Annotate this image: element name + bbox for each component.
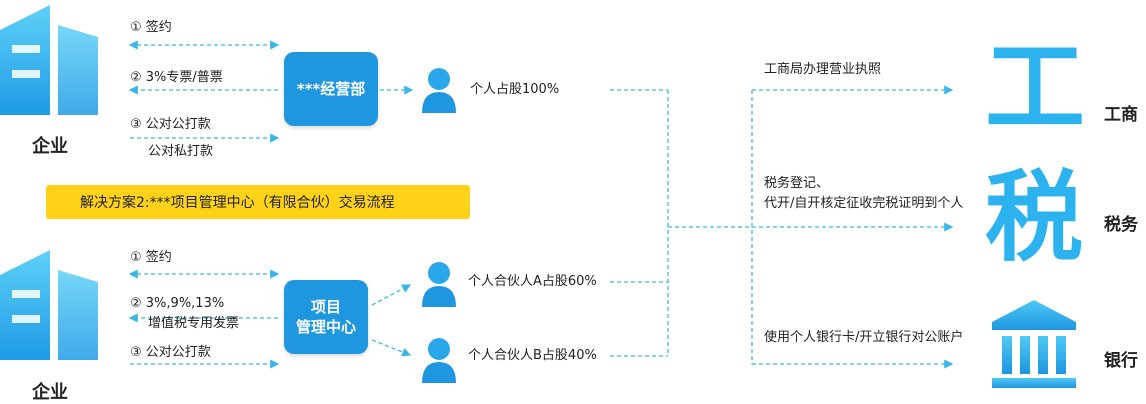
tax-process-text-1: 税务登记、 bbox=[764, 176, 830, 191]
building-icon bbox=[0, 250, 98, 360]
top-step-sign: ① 签约 bbox=[130, 20, 172, 35]
box-to-partner-a-arrow bbox=[371, 284, 412, 306]
enterprise-top-label: 企业 bbox=[32, 136, 68, 157]
bank-label: 银行 bbox=[1104, 351, 1138, 371]
person-icon bbox=[422, 262, 456, 307]
top-step-invoice: ② 3%专票/普票 bbox=[130, 70, 223, 85]
tax-icon: 税 bbox=[985, 161, 1084, 275]
tax-label: 税务 bbox=[1104, 215, 1138, 235]
solution-banner: 解决方案2:***项目管理中心（有限合伙）交易流程 bbox=[46, 185, 470, 219]
person-icon bbox=[422, 338, 456, 383]
box-to-partner-b-arrow bbox=[371, 339, 412, 357]
business-department-box: ***经营部 bbox=[284, 52, 378, 126]
bottom-step-invoice: ② 3%,9%,13% bbox=[130, 296, 225, 311]
partner-a-label: 个人合伙人A占股60% bbox=[468, 274, 597, 289]
gongshang-label: 工商 bbox=[1104, 105, 1138, 125]
top-step-payment: ③ 公对公打款 bbox=[130, 117, 211, 132]
project-management-center-box: 项目 管理中心 bbox=[284, 280, 368, 354]
person-share-label: 个人占股100% bbox=[470, 82, 560, 97]
tax-process-text-2: 代开/自开核定征收完税证明到个人 bbox=[764, 196, 964, 211]
enterprise-bottom-label: 企业 bbox=[32, 382, 68, 403]
bottom-step-payment: ③ 公对公打款 bbox=[130, 345, 211, 360]
bank-process-text: 使用个人银行卡/开立银行对公账户 bbox=[764, 330, 964, 345]
bottom-step-sign: ① 签约 bbox=[130, 250, 172, 265]
gongshang-process-text: 工商局办理营业执照 bbox=[764, 62, 882, 77]
box-line-1: 项目 bbox=[310, 298, 341, 316]
person-icon bbox=[422, 68, 456, 113]
top-step-payment-private: 公对私打款 bbox=[148, 144, 214, 159]
bottom-step-invoice-type: 增值税专用发票 bbox=[148, 316, 240, 331]
building-icon bbox=[0, 5, 98, 115]
bank-icon bbox=[992, 300, 1076, 388]
box-line-2: 管理中心 bbox=[295, 318, 356, 336]
gongshang-icon: 工 bbox=[985, 29, 1085, 146]
partner-b-label: 个人合伙人B占股40% bbox=[468, 348, 597, 363]
